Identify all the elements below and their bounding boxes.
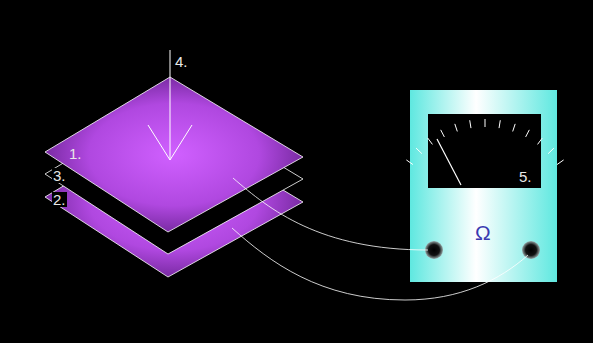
- callout-number: 3.: [52, 168, 67, 183]
- callout-number: 5.: [518, 169, 533, 184]
- callout-number: 2.: [52, 192, 67, 207]
- dial-tick: [499, 120, 500, 128]
- dial-tick: [441, 130, 445, 137]
- dial-tick: [455, 124, 458, 132]
- dial-tick: [538, 138, 543, 144]
- dial-ticks: [406, 119, 563, 165]
- dial-tick: [557, 160, 564, 165]
- callout-number: 1.: [68, 146, 83, 161]
- dial-tick: [428, 138, 433, 144]
- meter-dial: [428, 114, 541, 188]
- callout-number: 4.: [174, 54, 189, 69]
- dial-tick: [526, 130, 530, 137]
- force-arrow: [170, 50, 171, 160]
- dial-tick: [416, 148, 422, 154]
- dial-tick: [470, 120, 471, 128]
- meter-needle: [437, 139, 461, 185]
- dial-tick: [485, 119, 486, 127]
- wire: [233, 178, 428, 250]
- arrow-head: [148, 125, 192, 160]
- ohm-symbol: Ω: [474, 222, 492, 243]
- dial-tick: [406, 160, 413, 165]
- top-plate: [45, 77, 303, 232]
- ohmmeter-body: [410, 90, 557, 282]
- terminal: [522, 241, 540, 259]
- dial-tick: [513, 124, 516, 132]
- dial-tick: [548, 148, 554, 154]
